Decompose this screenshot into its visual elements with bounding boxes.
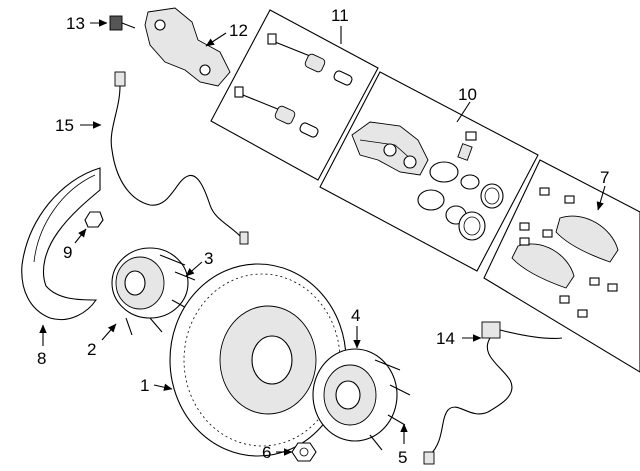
kit-box-7 (483, 159, 640, 373)
callout-9: 9 (63, 243, 72, 262)
leader-10 (456, 101, 471, 123)
callout-5: 5 (398, 448, 407, 467)
caliper-rebuild-parts (351, 121, 504, 241)
callout-10: 10 (458, 85, 477, 104)
callout-8: 8 (37, 349, 46, 368)
callout-15: 15 (55, 116, 74, 135)
callout-7: 7 (600, 168, 609, 187)
callout-6: 6 (262, 443, 271, 462)
abs-sensor-harness (423, 321, 563, 465)
guide-pin-kit-parts (234, 33, 353, 138)
callout-4: 4 (351, 306, 360, 325)
leader-1 (153, 383, 173, 391)
brake-rotor (169, 263, 347, 457)
leader-12 (205, 32, 227, 47)
leader-9 (74, 228, 87, 244)
leader-2 (101, 323, 117, 341)
caliper-support-bracket (144, 7, 231, 87)
brake-pad-set (511, 187, 619, 318)
callout-13: 13 (66, 14, 85, 33)
kit-box-10 (319, 71, 539, 272)
leader-7 (596, 185, 606, 211)
splash-shield (21, 167, 101, 320)
shield-screw (84, 211, 104, 228)
callout-12: 12 (229, 21, 248, 40)
hub-nut (291, 442, 317, 462)
caliper-bolt (109, 15, 136, 31)
front-abs-sensor (110, 71, 249, 245)
hub-bearing-assembly (111, 247, 196, 336)
kit-box-11 (210, 9, 379, 181)
hub-assembly (312, 348, 411, 451)
callout-11: 11 (331, 6, 349, 25)
callout-2: 2 (87, 340, 96, 359)
leader-3 (185, 261, 203, 277)
callout-1: 1 (140, 376, 149, 395)
callout-3: 3 (204, 249, 213, 268)
callout-14: 14 (436, 329, 455, 348)
